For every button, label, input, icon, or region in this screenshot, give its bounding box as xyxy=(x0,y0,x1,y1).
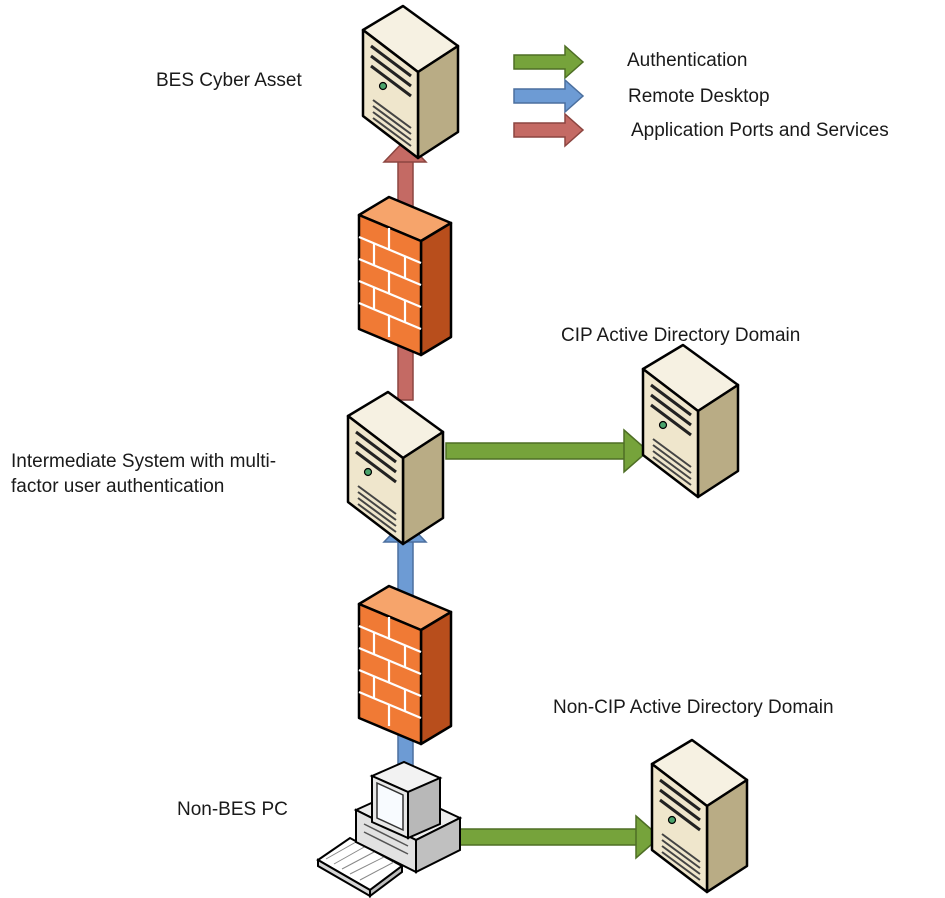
bes-cyber-asset-label: BES Cyber Asset xyxy=(156,70,302,91)
legend-label-authentication: Authentication xyxy=(627,50,748,71)
legend-label-remote-desktop: Remote Desktop xyxy=(628,86,770,107)
legend-remote-desktop-arrow xyxy=(513,78,585,114)
cip-ad-label: CIP Active Directory Domain xyxy=(561,325,801,346)
non-cip-ad-label: Non-CIP Active Directory Domain xyxy=(553,697,834,718)
non-cip-ad-server-icon xyxy=(650,738,749,894)
legend-authentication-arrow xyxy=(513,44,585,80)
non-bes-pc-label: Non-BES PC xyxy=(177,799,288,820)
authentication-connector-cip xyxy=(445,428,650,474)
intermediate-system-label-line1: Intermediate System with multi- xyxy=(11,451,277,472)
legend-application-ports-arrow xyxy=(513,112,585,148)
intermediate-system-label-line2: factor user authentication xyxy=(11,476,225,497)
authentication-connector-non-cip xyxy=(457,814,662,860)
firewall-icon-upper xyxy=(357,195,453,357)
legend-label-application-ports: Application Ports and Services xyxy=(631,120,889,141)
firewall-icon-lower xyxy=(357,584,453,746)
cip-ad-server-icon xyxy=(641,343,740,499)
bes-cyber-asset-server-icon xyxy=(361,4,460,160)
intermediate-system-server-icon xyxy=(346,390,445,546)
desktop-pc-icon xyxy=(316,760,463,898)
